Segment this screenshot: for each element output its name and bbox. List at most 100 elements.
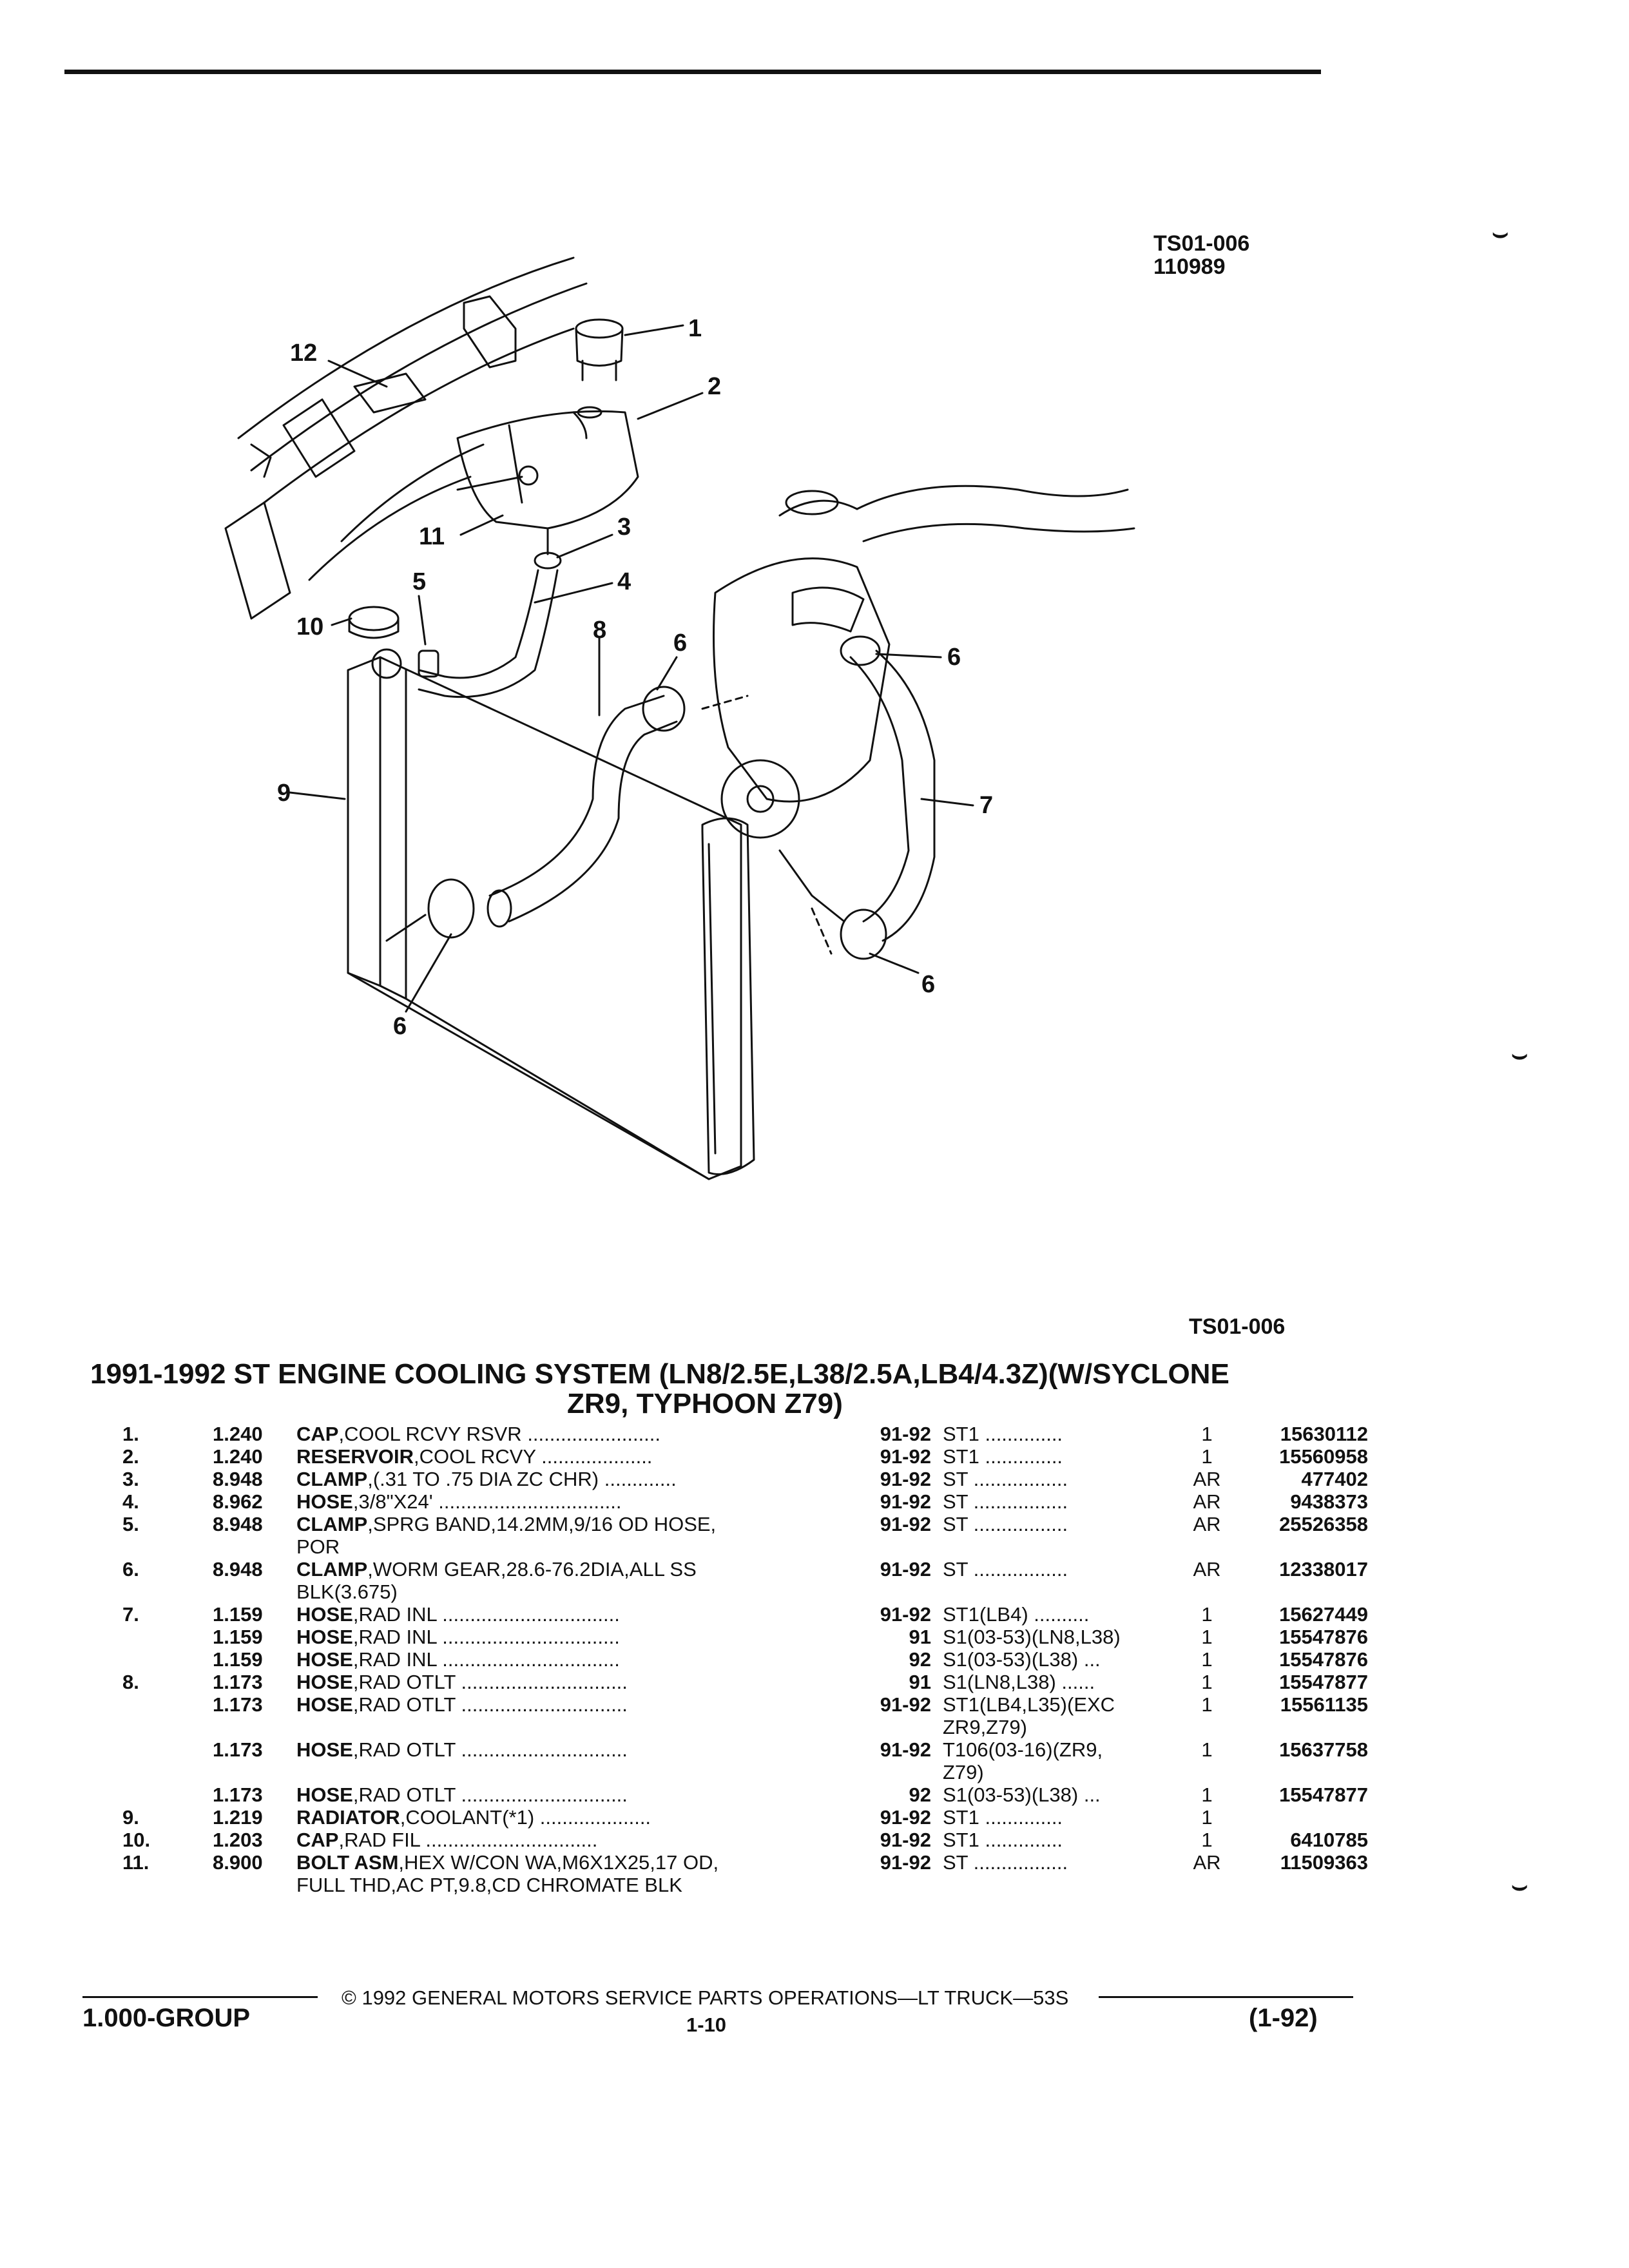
leader-dots: ................................ — [436, 1603, 620, 1626]
quantity-text: 1 — [1201, 1603, 1213, 1626]
quantity: 1 — [1188, 1829, 1226, 1851]
description: HOSE,RAD OTLT ..........................… — [296, 1738, 851, 1783]
part-description: ,COOL RCVY RSVR — [338, 1423, 522, 1445]
leader-dots: ................................. — [432, 1490, 622, 1513]
title-line-1: 1991-1992 ST ENGINE COOLING SYSTEM (LN8/… — [90, 1358, 1229, 1390]
model-years-text: 92 — [909, 1648, 931, 1671]
part-number: 15547877 — [1226, 1783, 1368, 1806]
quantity: 1 — [1188, 1693, 1226, 1738]
model-years: 91-92 — [851, 1738, 943, 1783]
part-name: CLAMP — [296, 1558, 368, 1581]
group-number-text: 1.159 — [213, 1603, 263, 1626]
item-index-text: 3. — [122, 1468, 139, 1490]
callout-2: 2 — [708, 373, 721, 400]
item-index-text: 7. — [122, 1603, 139, 1626]
item-index — [122, 1626, 213, 1648]
part-number-text: 15547876 — [1279, 1626, 1368, 1648]
model-years-text: 91-92 — [880, 1829, 931, 1851]
group-number-text: 1.240 — [213, 1445, 263, 1468]
part-number: 15627449 — [1226, 1603, 1368, 1626]
callout-5: 5 — [412, 568, 426, 595]
callout-3: 3 — [617, 514, 631, 541]
quantity: AR — [1188, 1558, 1226, 1603]
item-index: 11. — [122, 1851, 213, 1896]
part-number-text: 15561135 — [1280, 1693, 1368, 1716]
page-number: 1-10 — [686, 2013, 727, 2036]
item-index-text: 8. — [122, 1671, 139, 1693]
top-rule — [64, 70, 1321, 74]
part-number: 6410785 — [1226, 1829, 1368, 1851]
leader-dots: ................................ — [436, 1626, 620, 1648]
description: CAP,COOL RCVY RSVR .....................… — [296, 1423, 851, 1445]
part-name: CLAMP — [296, 1468, 368, 1490]
item-index: 2. — [122, 1445, 213, 1468]
reservoir-outline — [456, 410, 639, 530]
description: BOLT ASM,HEX W/CON WA,M6X1X25,17 OD,FULL… — [296, 1851, 851, 1896]
part-description: ,COOL RCVY — [414, 1445, 536, 1468]
description: HOSE,RAD OTLT ..........................… — [296, 1671, 851, 1693]
group-number: 1.159 — [213, 1648, 296, 1671]
model-years-text: 91-92 — [880, 1513, 931, 1535]
group-number-text: 1.219 — [213, 1806, 263, 1829]
application: ST ................. — [943, 1851, 1188, 1896]
part-description: ,(.31 TO .75 DIA ZC CHR) — [367, 1468, 599, 1490]
application: ST1(LB4) .......... — [943, 1603, 1188, 1626]
application-text: ST ................. — [943, 1558, 1068, 1581]
part-number: 11509363 — [1226, 1851, 1368, 1896]
model-years-text: 91-92 — [880, 1738, 931, 1761]
quantity: 1 — [1188, 1603, 1226, 1626]
application: S1(03-53)(LN8,L38) — [943, 1626, 1188, 1648]
group-number: 1.173 — [213, 1738, 296, 1783]
quantity-text: AR — [1193, 1468, 1221, 1490]
leader-dots: ............. — [599, 1468, 677, 1490]
part-name: RADIATOR — [296, 1806, 400, 1829]
leader-dots: .............................. — [455, 1783, 628, 1806]
part-description: ,RAD INL — [352, 1648, 437, 1671]
part-number: 15637758 — [1226, 1738, 1368, 1783]
application-text: S1(03-53)(LN8,L38) — [943, 1626, 1121, 1648]
item-index: 6. — [122, 1558, 213, 1603]
model-years: 91-92 — [851, 1693, 943, 1738]
item-index — [122, 1648, 213, 1671]
application: ST ................. — [943, 1468, 1188, 1490]
group-number: 1.203 — [213, 1829, 296, 1851]
leader-dots: .................... — [535, 1445, 653, 1468]
item-index: 4. — [122, 1490, 213, 1513]
item-index — [122, 1783, 213, 1806]
group-number-text: 1.173 — [213, 1783, 263, 1806]
section-title: 1991-1992 ST ENGINE COOLING SYSTEM (LN8/… — [90, 1360, 1366, 1419]
part-number: 15630112 — [1226, 1423, 1368, 1445]
application-text: S1(03-53)(L38) ... — [943, 1783, 1101, 1806]
group-number-text: 8.948 — [213, 1513, 263, 1535]
application: ST1 .............. — [943, 1806, 1188, 1829]
callout-6: 6 — [673, 629, 687, 657]
part-name: CLAMP — [296, 1513, 368, 1535]
part-number-text: 477402 — [1301, 1468, 1368, 1490]
ref-code: TS01-006 — [1153, 231, 1250, 256]
description: HOSE,RAD INL ...........................… — [296, 1603, 851, 1626]
part-name: CAP — [296, 1829, 339, 1851]
item-index-text: 5. — [122, 1513, 139, 1535]
application: ST ................. — [943, 1513, 1188, 1558]
item-index-text: 11. — [122, 1851, 149, 1874]
part-number: 15560958 — [1226, 1445, 1368, 1468]
item-index-text: 10. — [122, 1829, 151, 1851]
quantity-text: AR — [1193, 1490, 1221, 1513]
model-years: 91-92 — [851, 1468, 943, 1490]
application-text: ST1 .............. — [943, 1445, 1063, 1468]
quantity-text: 1 — [1201, 1806, 1213, 1829]
group-number: 1.173 — [213, 1671, 296, 1693]
quantity-text: AR — [1193, 1851, 1221, 1874]
item-index-text: 9. — [122, 1806, 139, 1829]
illustration-reference: TS01-006 110989 — [1153, 232, 1249, 278]
part-description: ,RAD INL — [352, 1626, 437, 1648]
part-number: 15547876 — [1226, 1648, 1368, 1671]
description: CLAMP,(.31 TO .75 DIA ZC CHR) ..........… — [296, 1468, 851, 1490]
